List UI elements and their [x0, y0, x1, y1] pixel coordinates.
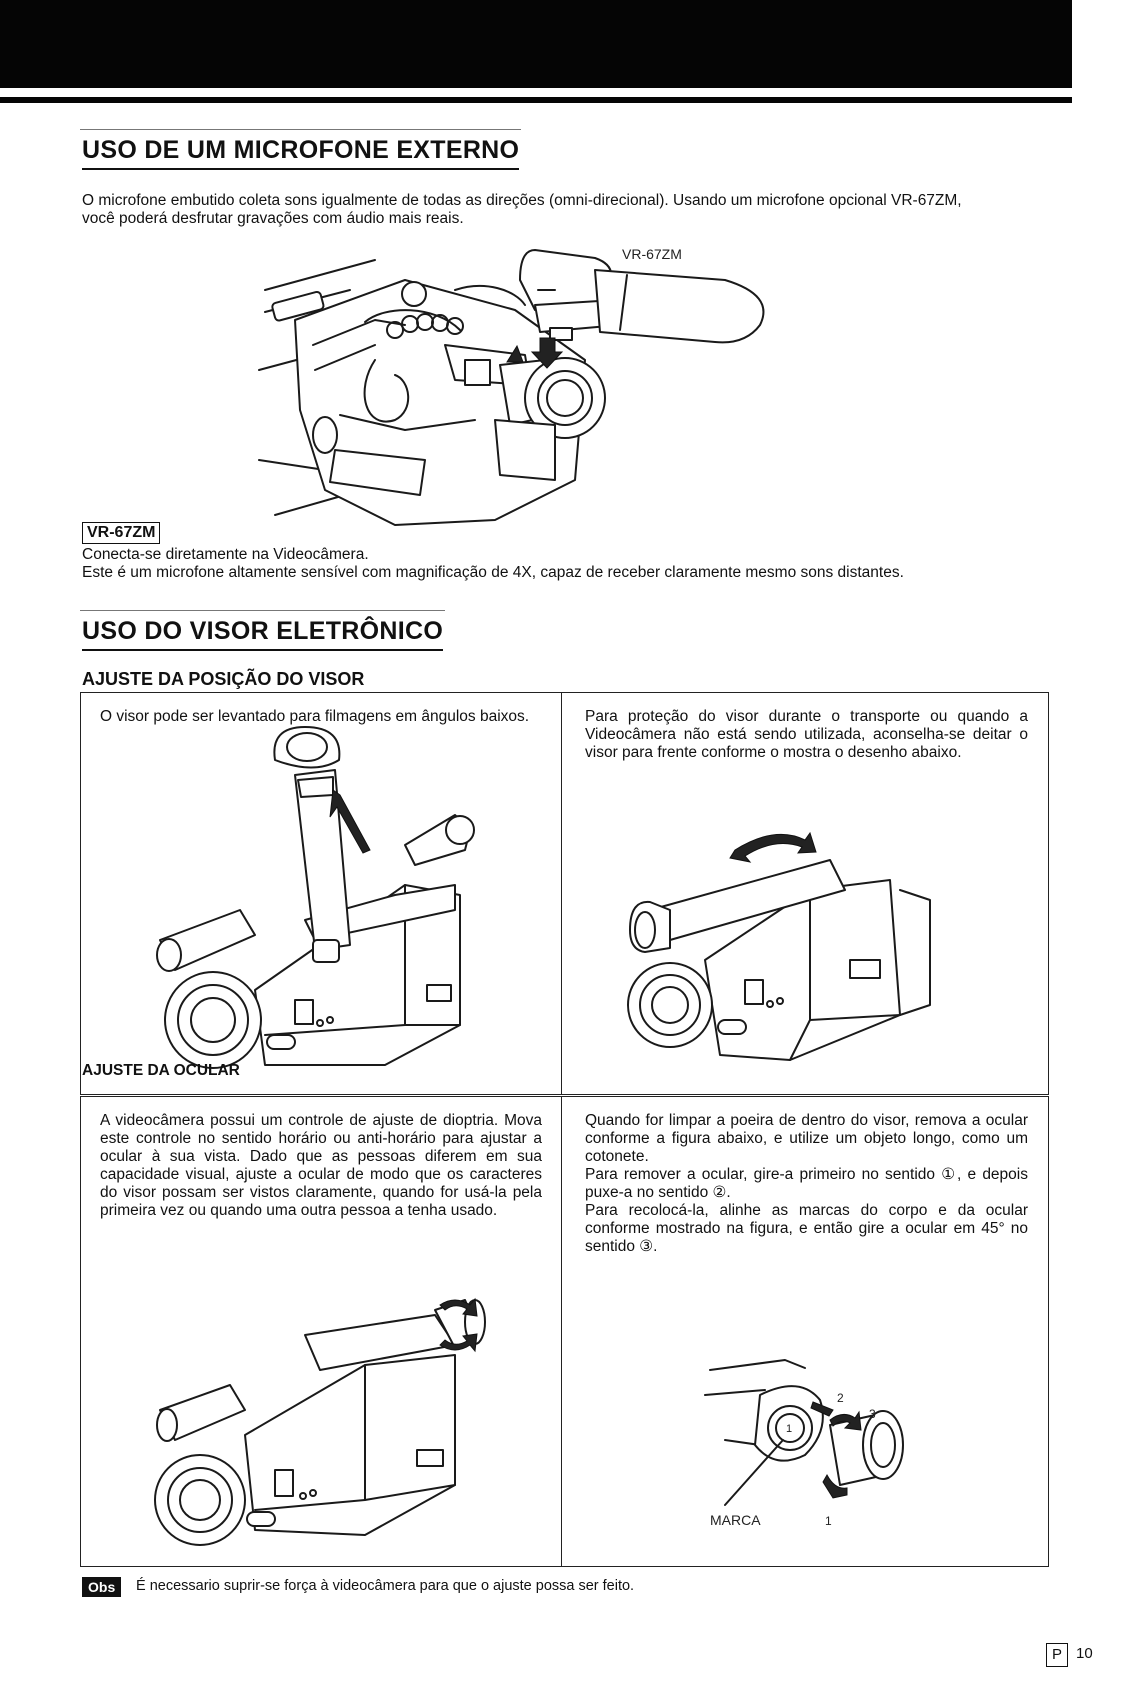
subheading-viewfinder-position: AJUSTE DA POSIÇÃO DO VISOR	[82, 669, 365, 693]
subheading-eyepiece: AJUSTE DA OCULAR	[82, 1062, 240, 1079]
eyepiece-replace-text: Para recolocá-la, alinhe as marcas do co…	[585, 1202, 1028, 1255]
camera-viewfinder-raised-illustration	[155, 735, 495, 1080]
svg-text:1: 1	[786, 1423, 792, 1435]
camera-with-microphone-illustration: VR-67ZM	[255, 246, 835, 540]
viewfinder-position-divider	[561, 692, 562, 1094]
eyepiece-cleaning-text: Quando for limpar a poeira de dentro do …	[585, 1112, 1028, 1165]
marca-label: MARCA	[710, 1512, 761, 1528]
model-label-box: VR-67ZM	[82, 522, 161, 544]
direction-1-label: 1	[825, 1514, 832, 1528]
page-number: 10	[1076, 1645, 1093, 1662]
diopter-adjust-text: A videocâmera possui um controle de ajus…	[100, 1112, 542, 1219]
obs-badge: Obs	[82, 1577, 122, 1597]
eyepiece-remove-text: Para remover a ocular, gire-a primeiro n…	[585, 1166, 1028, 1201]
camera-diopter-control-illustration	[155, 1300, 515, 1560]
viewfinder-raise-text: O visor pode ser levantado para filmagen…	[100, 708, 530, 725]
direction-3-label: 3	[869, 1407, 876, 1421]
section-title-external-mic: USO DE UM MICROFONE EXTERNO	[80, 129, 522, 170]
eyepiece-panel	[80, 1096, 1049, 1567]
mic-intro-line-2: você poderá desfrutar gravações com áudi…	[82, 210, 464, 227]
obs-note-text: É necessario suprir-se força à videocâme…	[136, 1578, 635, 1594]
mic-figure-label: VR-67ZM	[622, 246, 682, 262]
header-black-band	[0, 0, 1072, 88]
camera-viewfinder-folded-illustration	[630, 820, 970, 1065]
header-rule	[0, 97, 1072, 103]
direction-2-label: 2	[837, 1391, 844, 1405]
section-title-viewfinder: USO DO VISOR ELETRÔNICO	[80, 610, 446, 651]
viewfinder-fold-text: Para proteção do visor durante o transpo…	[585, 708, 1028, 761]
viewfinder-position-panel	[80, 692, 1049, 1095]
language-marker: P	[1046, 1643, 1068, 1667]
mic-desc-line-1: Conecta-se diretamente na Videocâmera.	[82, 546, 369, 563]
eyepiece-removal-illustration: 1 MARCA 2 3 1	[705, 1340, 935, 1528]
mic-intro-line-1: O microfone embutido coleta sons igualme…	[82, 192, 962, 209]
mic-desc-line-2: Este é um microfone altamente sensível c…	[82, 564, 904, 581]
eyepiece-divider	[561, 1096, 562, 1566]
